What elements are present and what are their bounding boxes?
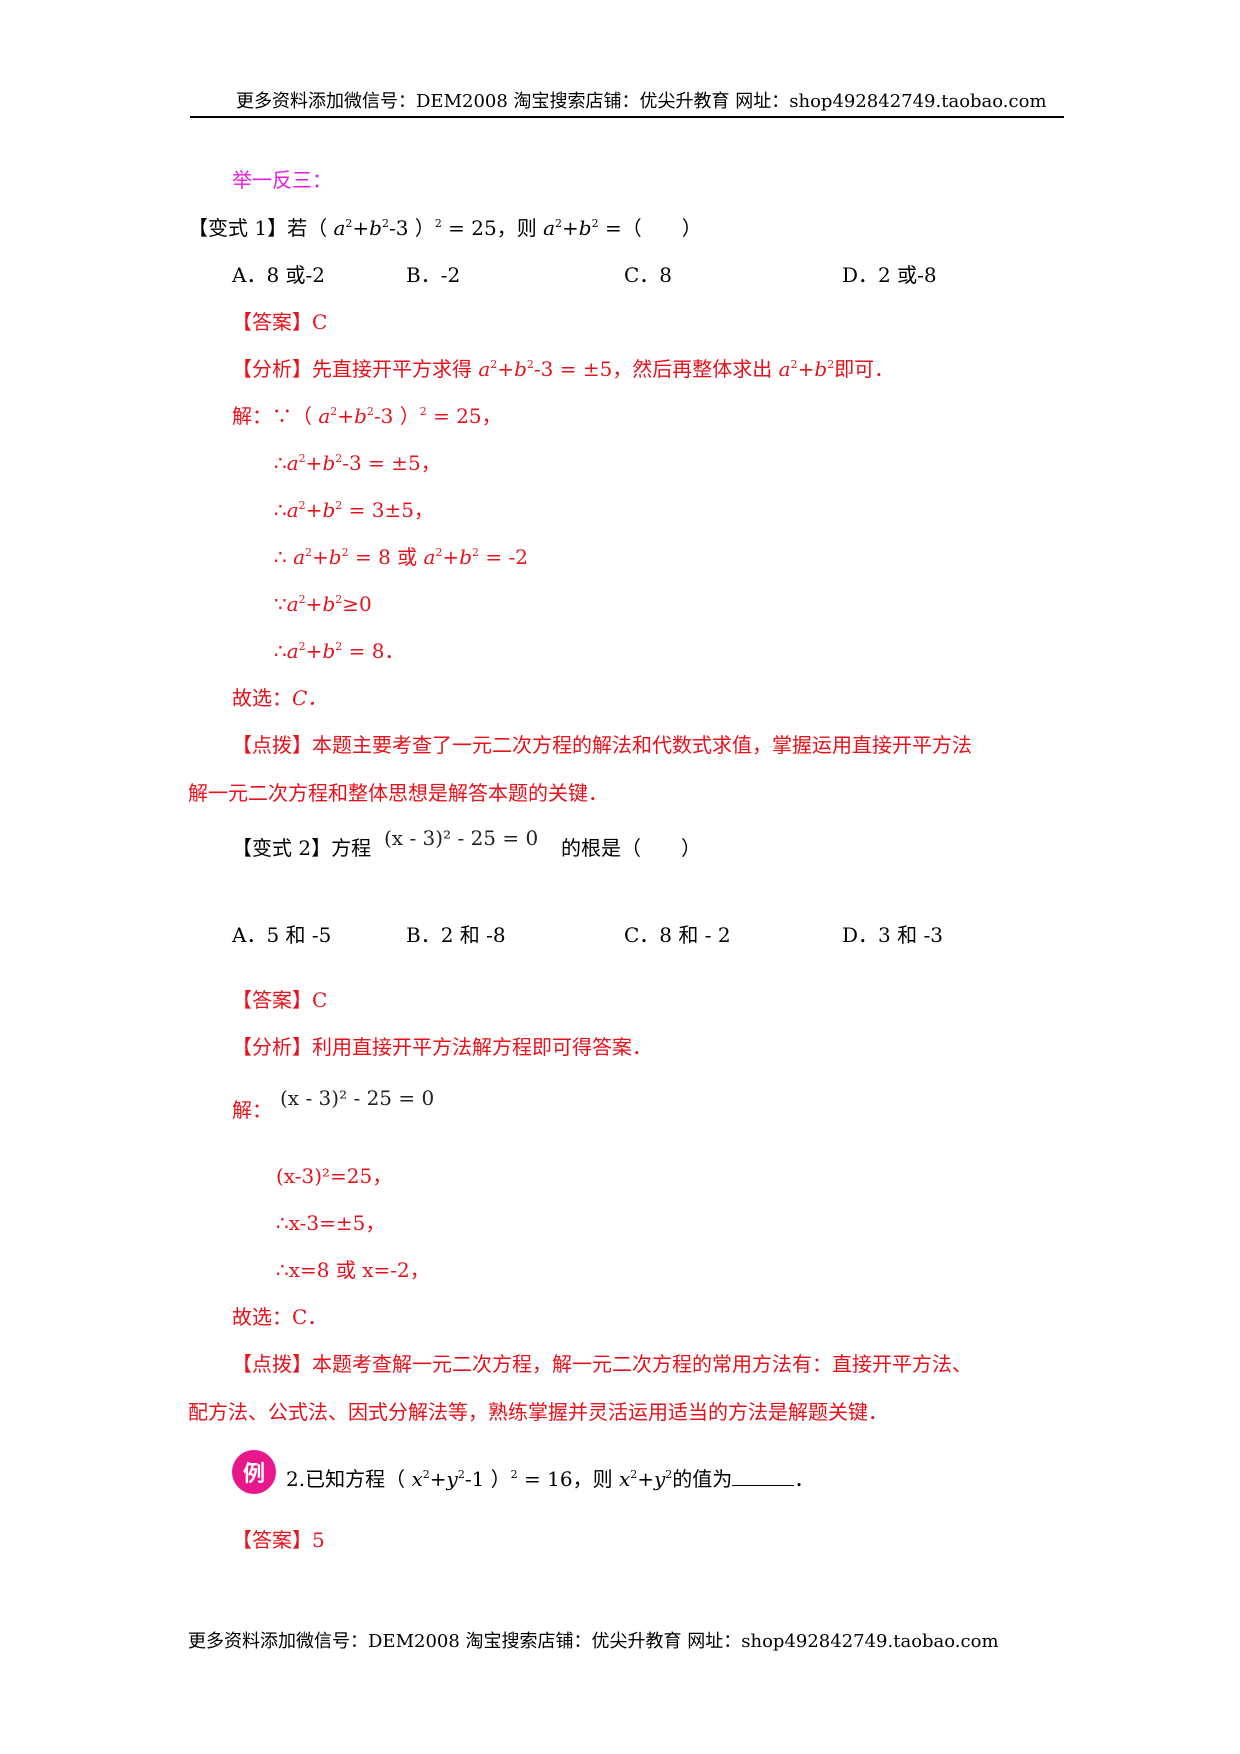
example-badge-icon: 例 bbox=[232, 1450, 276, 1494]
variant2-analysis: 【分析】利用直接开平方法解方程即可得答案． bbox=[232, 1037, 652, 1057]
variant1-step1: ∴a2+b2-3 = ±5， bbox=[274, 451, 441, 475]
variant2-option-b: B．2 和 -8 bbox=[406, 923, 506, 947]
variant1-tip-line2: 解一元二次方程和整体思想是解答本题的关键． bbox=[188, 781, 608, 805]
answer-value: 5 bbox=[312, 1528, 325, 1552]
variant2-step2: ∴x-3=±5， bbox=[276, 1211, 386, 1235]
analysis-text: 利用直接开平方法解方程即可得答案． bbox=[312, 1035, 652, 1059]
choose-label: 故选： bbox=[232, 686, 292, 710]
analysis-label: 【分析】 bbox=[232, 1035, 312, 1059]
variant2-option-d: D．3 和 -3 bbox=[842, 923, 943, 947]
example-stem-suffix: 的值为 bbox=[672, 1467, 733, 1491]
variant2-tip-line2: 配方法、公式法、因式分解法等，熟练掌握并灵活运用适当的方法是解题关键． bbox=[188, 1400, 888, 1424]
variant1-option-d: D．2 或-8 bbox=[842, 263, 937, 287]
variant1-answer: 【答案】C bbox=[232, 312, 327, 332]
variant2-step1: (x-3)²=25， bbox=[276, 1164, 393, 1188]
variant1-stem: 【变式 1】若（ a2+b2-3 ）2 = 25，则 a2+b2 =（ ） bbox=[188, 216, 702, 240]
variant2-step3: ∴x=8 或 x=-2， bbox=[276, 1258, 430, 1282]
example-stem-mid: ，则 bbox=[572, 1467, 619, 1491]
answer-blank bbox=[732, 1467, 795, 1486]
variant1-option-b: B．-2 bbox=[406, 263, 461, 287]
answer-label: 【答案】 bbox=[232, 310, 312, 334]
variant1-tip: 【点拨】本题主要考查了一元二次方程的解法和代数式求值，掌握运用直接开平方法 bbox=[232, 735, 972, 755]
tip-line1: 本题考查解一元二次方程，解一元二次方程的常用方法有：直接开平方法、 bbox=[312, 1352, 972, 1376]
variant2-label: 【变式 2】 bbox=[232, 836, 332, 860]
page-footer: 更多资料添加微信号：DEM2008 淘宝搜索店铺：优尖升教育 网址：shop49… bbox=[188, 1631, 999, 1652]
variant2-choose: 故选：C． bbox=[232, 1305, 328, 1329]
analysis-text-b: ，然后再整体求出 bbox=[612, 357, 779, 381]
answer-label: 【答案】 bbox=[232, 988, 312, 1012]
variant1-step3: ∴ a2+b2 = 8 或 a2+b2 = -2 bbox=[274, 545, 529, 569]
variant2-option-c: C．8 和 - 2 bbox=[624, 923, 731, 947]
variant2-answer: 【答案】C bbox=[232, 990, 327, 1010]
tip-line1: 本题主要考查了一元二次方程的解法和代数式求值，掌握运用直接开平方法 bbox=[312, 733, 972, 757]
page-header: 更多资料添加微信号：DEM2008 淘宝搜索店铺：优尖升教育 网址：shop49… bbox=[236, 91, 1047, 112]
analysis-label: 【分析】 bbox=[232, 357, 312, 381]
example-stem-prefix: 2.已知方程（ bbox=[286, 1467, 406, 1491]
variant1-stem-prefix: 若（ bbox=[287, 216, 328, 240]
analysis-text-c: 即可． bbox=[834, 357, 895, 381]
variant2-solve-label: 解： bbox=[232, 1098, 272, 1122]
choose-value: C． bbox=[292, 686, 328, 710]
variant2-solve-equation: (x - 3)² - 25 = 0 bbox=[280, 1086, 435, 1110]
variant1-choose: 故选：C． bbox=[232, 688, 327, 708]
variant2-tip: 【点拨】本题考查解一元二次方程，解一元二次方程的常用方法有：直接开平方法、 bbox=[232, 1354, 972, 1374]
variant1-step4: ∵a2+b2≥0 bbox=[274, 592, 372, 616]
example-answer: 【答案】5 bbox=[232, 1530, 325, 1550]
variant2-stem-prefix: 方程 bbox=[331, 836, 372, 860]
variant1-option-a: A．8 或-2 bbox=[232, 263, 326, 287]
variant2-stem: 【变式 2】方程 bbox=[232, 838, 371, 858]
solve-label: 解： bbox=[232, 404, 272, 428]
answer-value: C bbox=[312, 310, 328, 334]
answer-value: C bbox=[312, 988, 328, 1012]
variant2-option-a: A．5 和 -5 bbox=[232, 923, 332, 947]
variant2-equation: (x - 3)² - 25 = 0 bbox=[384, 826, 539, 850]
variant1-analysis: 【分析】先直接开平方求得 a2+b2-3 = ±5，然后再整体求出 a2+b2即… bbox=[232, 357, 895, 381]
header-divider bbox=[190, 116, 1064, 118]
section-title: 举一反三： bbox=[232, 168, 332, 192]
analysis-text-a: 先直接开平方求得 bbox=[312, 357, 479, 381]
variant1-option-c: C．8 bbox=[624, 263, 673, 287]
variant2-stem-suffix: 的根是（ ） bbox=[561, 836, 701, 860]
example-stem: 2.已知方程（ x2+y2-1 ）2 = 16，则 x2+y2的值为． bbox=[286, 1467, 815, 1491]
tip-label: 【点拨】 bbox=[232, 733, 312, 757]
tip-label: 【点拨】 bbox=[232, 1352, 312, 1376]
variant1-step2: ∴a2+b2 = 3±5， bbox=[274, 498, 434, 522]
variant1-solution-start: 解：∵（ a2+b2-3 ）2 = 25， bbox=[232, 404, 502, 428]
variant1-step5: ∴a2+b2 = 8． bbox=[274, 639, 405, 663]
variant1-label: 【变式 1】 bbox=[188, 216, 288, 240]
answer-label: 【答案】 bbox=[232, 1528, 312, 1552]
